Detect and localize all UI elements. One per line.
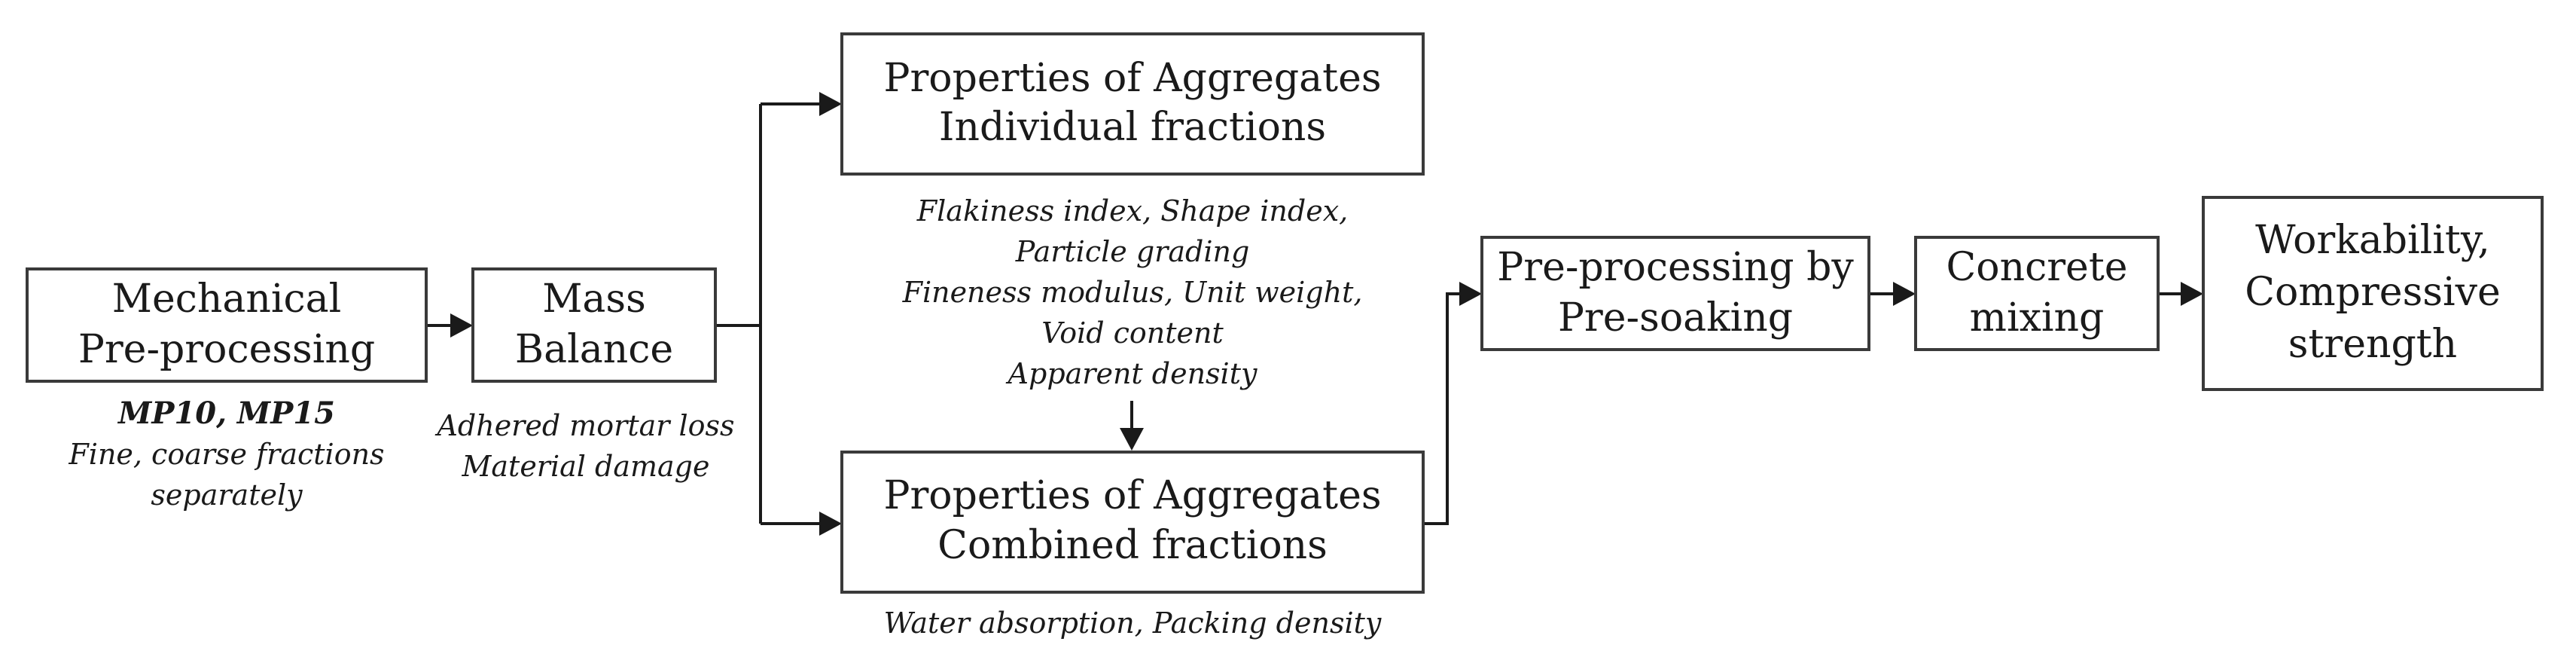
note-combined: Water absorption, Packing density xyxy=(884,606,1382,640)
node-individual-fractions: Properties of Aggregates Individual frac… xyxy=(840,32,1425,176)
combined-line1: Properties of Aggregates xyxy=(883,473,1381,518)
note-individual-line1: Flakiness index, Shape index, xyxy=(916,194,1348,228)
arrowhead-workability xyxy=(2181,282,2203,306)
note-individual-line4: Void content xyxy=(1041,316,1224,350)
arrowhead-mixing xyxy=(1893,282,1916,306)
note-mechanical: MP10, MP15 Fine, coarse fractions separa… xyxy=(68,396,384,512)
node-mass-balance: Mass Balance xyxy=(471,267,717,383)
note-mass-balance: Adhered mortar loss Material damage xyxy=(434,409,734,483)
presoak-line2: Pre-soaking xyxy=(1558,295,1793,341)
individual-line2: Individual fractions xyxy=(939,105,1326,150)
note-individual-line3: Fineness modulus, Unit weight, xyxy=(902,276,1363,309)
arrowhead-individual xyxy=(819,92,842,116)
branch-mass-to-properties xyxy=(715,102,819,525)
mechanical-line2: Pre-processing xyxy=(78,327,375,372)
arrowhead-combined xyxy=(819,512,842,536)
mass-line1: Mass xyxy=(542,277,646,322)
workability-line1: Workability, xyxy=(2255,218,2490,263)
note-mechanical-bold: MP10, MP15 xyxy=(117,396,335,431)
combined-line2: Combined fractions xyxy=(937,523,1328,568)
note-mass-line2: Material damage xyxy=(461,450,709,483)
node-workability: Workability, Compressive strength xyxy=(2202,196,2544,391)
arrowhead-presoak xyxy=(1459,282,1482,306)
note-individual-line5: Apparent density xyxy=(1006,357,1258,390)
node-concrete-mixing: Concrete mixing xyxy=(1914,236,2160,351)
note-individual: Flakiness index, Shape index, Particle g… xyxy=(902,194,1363,390)
workability-line3: strength xyxy=(2288,322,2457,367)
workability-line2: Compressive xyxy=(2245,270,2500,315)
note-mass-line1: Adhered mortar loss xyxy=(434,409,734,442)
note-individual-line2: Particle grading xyxy=(1015,235,1250,268)
node-presoaking: Pre-processing by Pre-soaking xyxy=(1480,236,1870,351)
connectors xyxy=(426,92,2203,536)
mixing-line2: mixing xyxy=(1970,295,2105,341)
mixing-line1: Concrete xyxy=(1946,245,2127,290)
mechanical-line1: Mechanical xyxy=(112,277,342,322)
presoak-line1: Pre-processing by xyxy=(1497,245,1854,290)
note-combined-line1: Water absorption, Packing density xyxy=(884,606,1382,640)
node-mechanical-preprocessing: Mechanical Pre-processing xyxy=(26,267,428,383)
note-mechanical-line1: Fine, coarse fractions xyxy=(68,438,384,471)
arrowhead-mass xyxy=(450,313,473,338)
arrow-combined-to-presoak xyxy=(1423,292,1461,525)
individual-line1: Properties of Aggregates xyxy=(883,56,1381,101)
note-mechanical-line2: separately xyxy=(151,478,303,512)
mass-line2: Balance xyxy=(515,327,673,372)
arrowhead-combined-top xyxy=(1120,428,1144,451)
node-combined-fractions: Properties of Aggregates Combined fracti… xyxy=(840,451,1425,594)
